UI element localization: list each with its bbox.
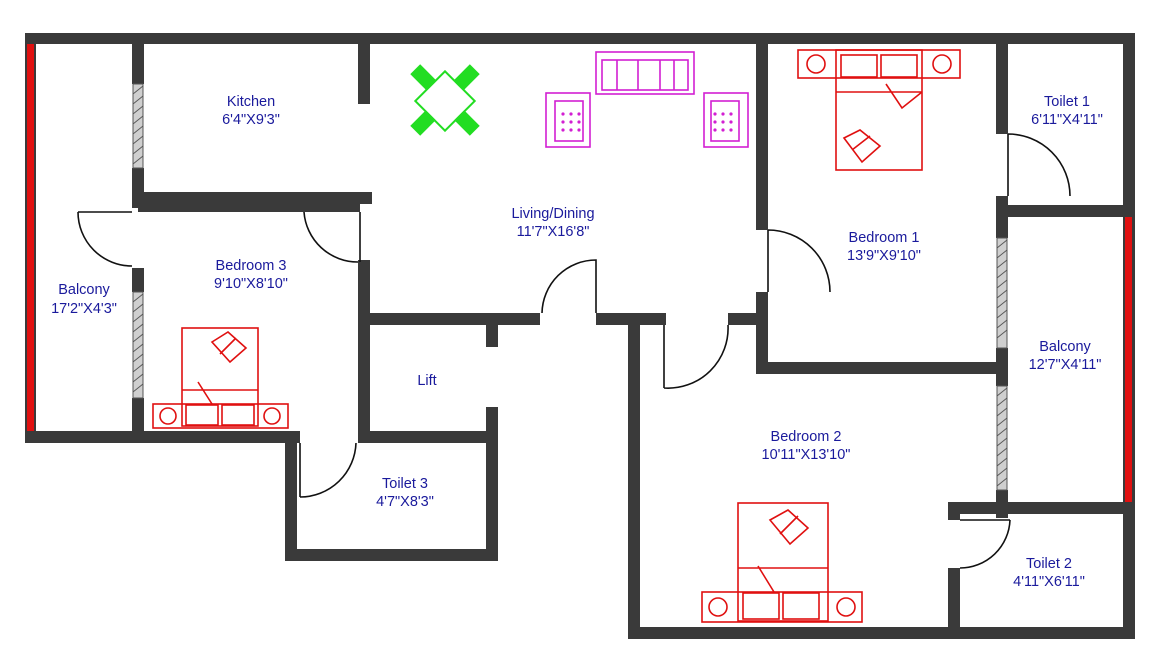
room-bedroom3: Bedroom 3 9'10"X8'10" bbox=[214, 258, 288, 292]
room-size-bedroom1: 13'9"X9'10" bbox=[847, 248, 921, 264]
room-lift: Lift bbox=[417, 373, 436, 389]
dining-table-icon bbox=[410, 64, 480, 136]
room-name-toilet3: Toilet 3 bbox=[382, 476, 428, 492]
room-name-balcony-right: Balcony bbox=[1039, 339, 1091, 355]
doors bbox=[77, 133, 1071, 569]
room-toilet2: Toilet 2 4'11"X6'11" bbox=[1013, 556, 1085, 590]
room-size-toilet3: 4'7"X8'3" bbox=[376, 494, 434, 510]
room-balcony-left: Balcony 17'2"X4'3" bbox=[51, 282, 117, 317]
sofa-icon bbox=[545, 51, 749, 148]
room-name-bedroom2: Bedroom 2 bbox=[771, 429, 842, 445]
room-toilet3: Toilet 3 4'7"X8'3" bbox=[376, 476, 434, 510]
room-size-balcony-right: 12'7"X4'11" bbox=[1029, 357, 1102, 373]
room-bedroom1: Bedroom 1 13'9"X9'10" bbox=[847, 230, 921, 264]
room-name-kitchen: Kitchen bbox=[227, 94, 275, 110]
room-name-bedroom3: Bedroom 3 bbox=[216, 258, 287, 274]
room-size-bedroom2: 10'11"X13'10" bbox=[762, 447, 851, 463]
walls bbox=[25, 33, 1135, 639]
room-kitchen: Kitchen 6'4"X9'3" bbox=[222, 94, 280, 128]
room-living: Living/Dining 11'7"X16'8" bbox=[511, 206, 594, 240]
balcony-right-railing bbox=[1125, 217, 1132, 502]
room-name-toilet2: Toilet 2 bbox=[1026, 556, 1072, 572]
room-name-living: Living/Dining bbox=[511, 206, 594, 222]
room-size-toilet1: 6'11"X4'11" bbox=[1031, 112, 1103, 128]
windows bbox=[132, 83, 1008, 491]
room-bedroom2: Bedroom 2 10'11"X13'10" bbox=[762, 429, 851, 463]
room-balcony-right: Balcony 12'7"X4'11" bbox=[1029, 339, 1102, 373]
room-size-balcony-left: 17'2"X4'3" bbox=[51, 301, 117, 317]
room-size-kitchen: 6'4"X9'3" bbox=[222, 112, 280, 128]
room-name-balcony-left: Balcony bbox=[58, 282, 110, 298]
bed-icon-bedroom1 bbox=[797, 49, 961, 171]
armchair-dots bbox=[561, 112, 733, 132]
bed-icon-bedroom3 bbox=[152, 327, 289, 429]
bed-icon-bedroom2 bbox=[701, 502, 863, 623]
room-size-living: 11'7"X16'8" bbox=[517, 224, 590, 240]
balcony-left-railing bbox=[27, 44, 34, 431]
window-hatching bbox=[132, 85, 1008, 487]
room-name-bedroom1: Bedroom 1 bbox=[849, 230, 920, 246]
room-name-toilet1: Toilet 1 bbox=[1044, 94, 1090, 110]
room-name-lift: Lift bbox=[417, 373, 436, 389]
room-size-toilet2: 4'11"X6'11" bbox=[1013, 574, 1085, 590]
room-size-bedroom3: 9'10"X8'10" bbox=[214, 276, 288, 292]
room-toilet1: Toilet 1 6'11"X4'11" bbox=[1031, 94, 1103, 128]
